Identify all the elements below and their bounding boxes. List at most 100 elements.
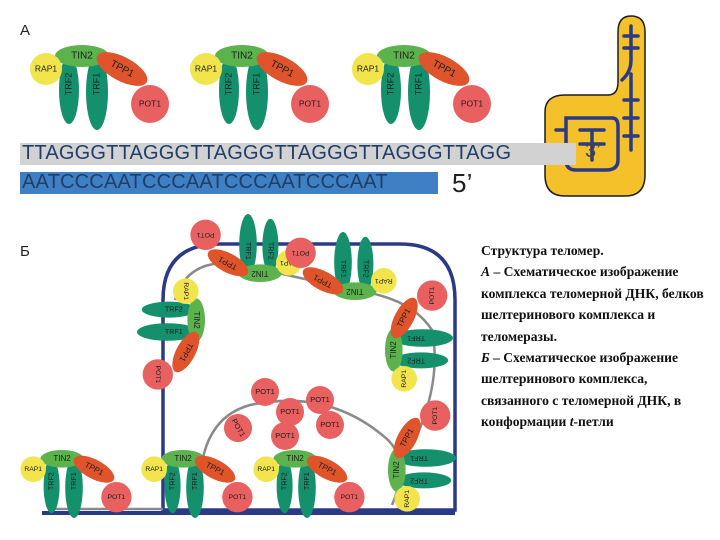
pot1-label: POT1 <box>432 407 439 425</box>
trf1-label: TRF1 <box>190 472 199 490</box>
caption-a-prefix: А <box>481 264 491 280</box>
rap1-label: RAP1 <box>24 466 42 473</box>
pot1-protein <box>453 85 491 123</box>
pot1-free-1: POT1 <box>276 398 304 426</box>
rap1-protein <box>141 456 167 482</box>
tin2-protein <box>377 45 431 67</box>
three-prime-end-label: 3’ <box>585 140 601 162</box>
panel-label-a: А <box>20 22 31 39</box>
tin2-label: TIN2 <box>231 51 253 62</box>
pot1-protein <box>190 219 221 250</box>
trf1-label: TRF1 <box>251 73 261 96</box>
trf2-label: TRF2 <box>63 73 73 96</box>
trf1-label: TRF1 <box>244 242 253 260</box>
trf2-label: TRF2 <box>385 73 395 96</box>
tin2-protein <box>40 450 84 468</box>
trf2-protein <box>357 236 374 292</box>
telomerase-rna <box>554 24 640 172</box>
tin2-label: TIN2 <box>192 311 201 329</box>
tpp1-protein <box>393 417 421 459</box>
pot1-free-5: POT1 <box>271 422 299 450</box>
panel-label-b: Б <box>20 243 30 260</box>
tpp1-protein <box>194 455 236 483</box>
trf1-protein <box>334 232 352 293</box>
tin2-protein <box>238 264 282 282</box>
tin2-label: TIN2 <box>389 341 398 359</box>
pot1-protein <box>131 85 169 123</box>
pot1-protein <box>334 482 365 513</box>
trf2-protein <box>219 56 239 124</box>
trf2-protein <box>396 472 452 489</box>
trf1-label: TRF1 <box>339 260 348 278</box>
pot1-label: POT1 <box>429 287 436 305</box>
rap1-protein <box>371 268 397 294</box>
trf2-protein <box>393 352 449 369</box>
caption-title: Структура теломер. <box>481 243 604 258</box>
tpp1-protein <box>302 267 344 295</box>
tin2-protein <box>387 448 406 492</box>
trf2-label: TRF2 <box>266 242 275 260</box>
pot1-label: POT1 <box>320 420 340 429</box>
pot1-protein <box>142 359 173 390</box>
trf1-label: TRF1 <box>69 472 78 490</box>
tin2-protein <box>55 45 109 67</box>
pot1-label: POT1 <box>299 98 321 108</box>
rap1-protein <box>391 366 418 392</box>
trf1-label: TRF1 <box>413 73 423 96</box>
tin2-label: TIN2 <box>393 51 415 62</box>
tin2-protein <box>333 282 377 300</box>
tpp1-protein <box>418 52 470 86</box>
pot1-protein <box>251 378 279 406</box>
trf2-label: TRF2 <box>280 472 289 490</box>
rap1-label: RAP1 <box>280 259 298 266</box>
trf2-label: TRF2 <box>361 260 370 278</box>
trf2-label: TRF2 <box>407 356 425 365</box>
telomerase <box>544 15 646 197</box>
sequence-top-text: TTAGGGTTAGGGTTAGGGTTAGGGTTAGGGTTAGG <box>22 142 512 164</box>
pot1-label: POT1 <box>197 231 215 238</box>
pot1-protein <box>222 482 253 513</box>
rap1-label: RAP1 <box>182 282 189 300</box>
tin2-label: TIN2 <box>71 51 93 62</box>
trf2-protein <box>43 458 60 514</box>
pot1-label: POT1 <box>280 407 300 416</box>
trf1-protein <box>392 329 454 347</box>
trf2-label: TRF2 <box>168 472 177 490</box>
rap1-protein <box>352 53 384 85</box>
trf1-label: TRF1 <box>165 327 183 336</box>
rap1-protein <box>253 456 279 482</box>
tin2-label: TIN2 <box>53 454 71 463</box>
rap1-label: RAP1 <box>195 63 217 73</box>
trf2-protein <box>381 56 401 124</box>
trf2-protein <box>164 458 181 514</box>
pot1-protein <box>316 411 344 439</box>
tin2-label: TIN2 <box>174 454 192 463</box>
pot1-protein <box>101 482 132 513</box>
tpp1-protein <box>96 52 148 86</box>
rap1-protein <box>172 278 199 304</box>
trf2-label: TRF2 <box>47 472 56 490</box>
pot1-free-4: POT1 <box>316 411 344 439</box>
pot1-label: POT1 <box>310 395 330 404</box>
dna-strand-g-rich <box>20 143 576 165</box>
pot1-label: POT1 <box>108 494 126 501</box>
pot1-protein <box>420 400 451 431</box>
trf2-protein <box>59 56 79 124</box>
figure-caption: Структура теломер. А – Схематическое изо… <box>481 240 711 433</box>
pot1-label: POT1 <box>292 249 310 256</box>
trf1-protein <box>239 214 257 275</box>
pot1-free-2: POT1 <box>224 414 252 442</box>
trf1-label: TRF1 <box>302 472 311 490</box>
caption-b-end: -петли <box>573 414 614 430</box>
caption-b-text: – Схематическое изображение шелтериновог… <box>481 350 682 430</box>
pot1-label: POT1 <box>154 366 161 384</box>
tin2-protein <box>215 45 269 67</box>
rap1-protein <box>190 53 222 85</box>
